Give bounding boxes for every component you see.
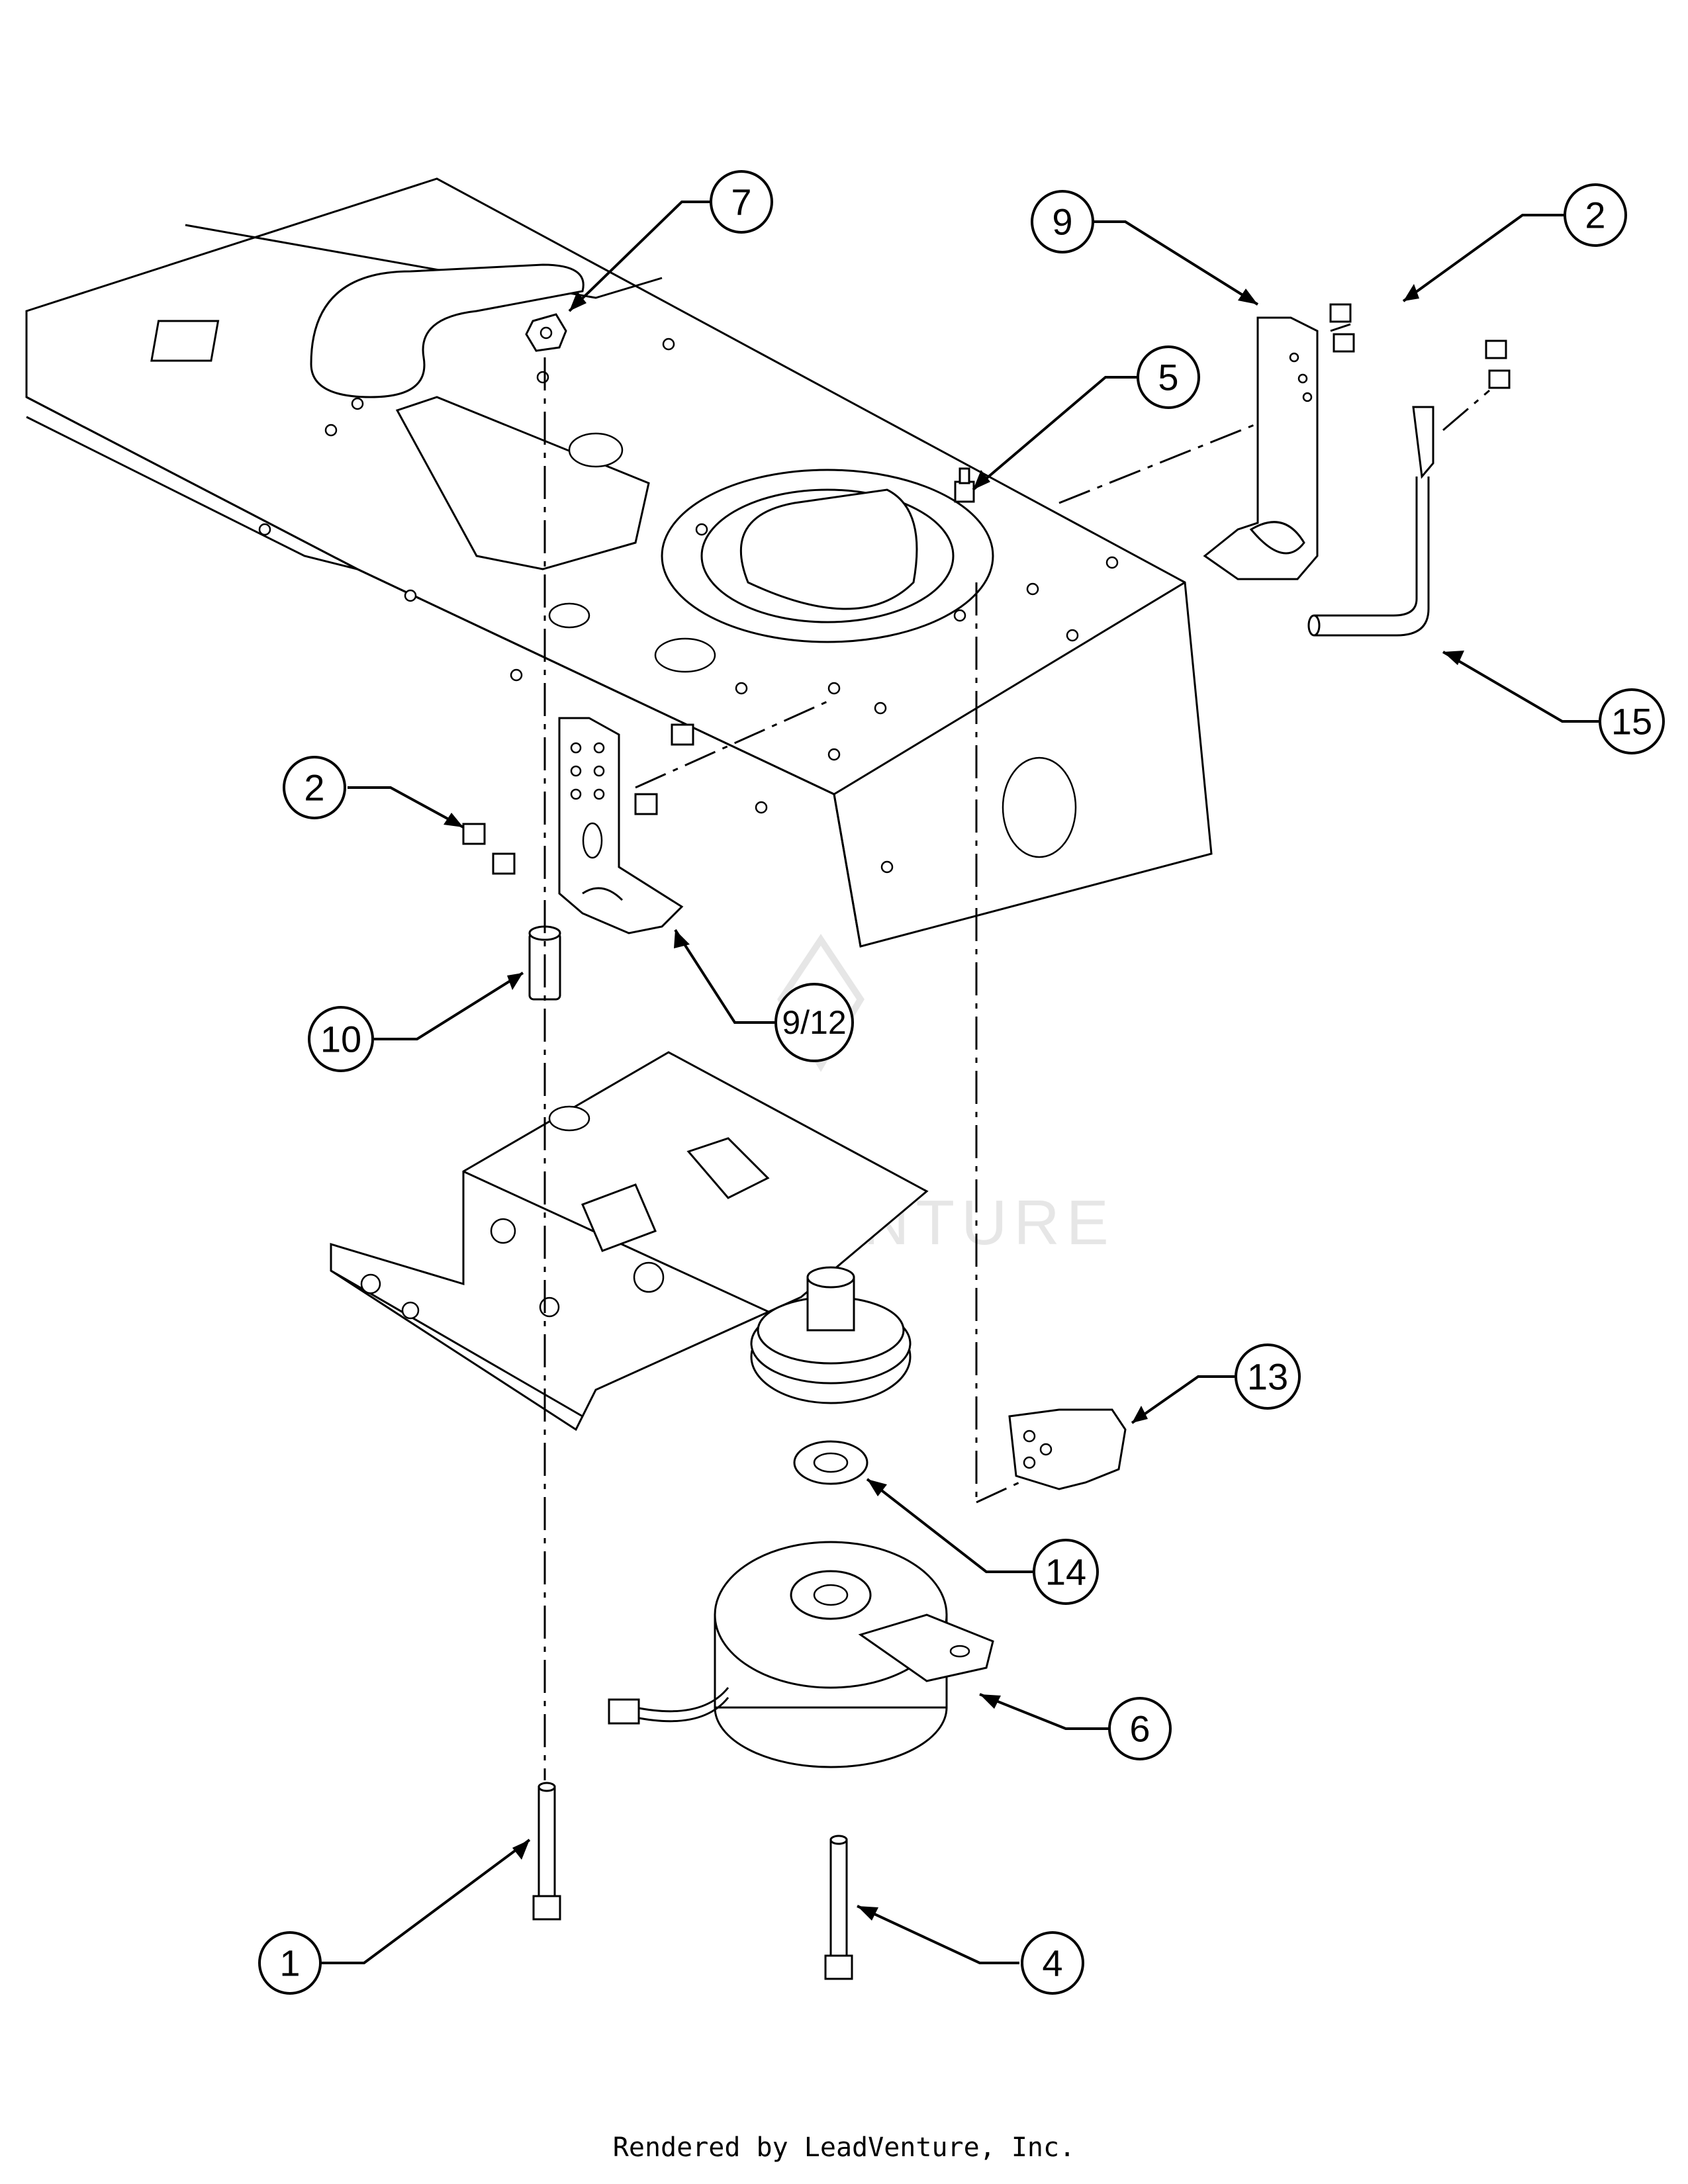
engine-mount-plate <box>330 1051 929 1432</box>
callout-4[interactable]: 4 <box>1021 1931 1084 1995</box>
callout-9-12-label: 9/12 <box>782 1004 846 1041</box>
centerlines <box>543 323 1490 1780</box>
callout-15[interactable]: 15 <box>1599 688 1665 754</box>
bolt-part-5 <box>954 467 975 503</box>
callout-2-top-label: 2 <box>1585 195 1605 236</box>
pulley <box>750 1266 912 1404</box>
leaders <box>321 201 1599 1964</box>
pto-clutch-part-6 <box>608 1541 994 1768</box>
bolt-part-4 <box>824 1835 853 1980</box>
callout-10[interactable]: 10 <box>308 1006 374 1072</box>
footer-credit: Rendered by LeadVenture, Inc. <box>612 2132 1076 2163</box>
callout-15-label: 15 <box>1611 701 1652 743</box>
bolt-part-1 <box>532 1782 561 1921</box>
callout-4-label: 4 <box>1042 1942 1062 1984</box>
callout-9-12[interactable]: 9/12 <box>774 983 854 1062</box>
bracket-part-9-right <box>1203 316 1319 580</box>
bolts-left <box>462 723 694 875</box>
bracket-part-13 <box>1008 1408 1127 1490</box>
callout-1-label: 1 <box>279 1942 300 1984</box>
callout-6[interactable]: 6 <box>1108 1697 1172 1760</box>
frame <box>25 177 1213 948</box>
callout-7[interactable]: 7 <box>710 170 773 234</box>
callout-13[interactable]: 13 <box>1235 1343 1301 1410</box>
callout-5[interactable]: 5 <box>1137 345 1200 409</box>
nut-part-7 <box>525 313 567 352</box>
callout-9-top-label: 9 <box>1052 201 1072 243</box>
callout-2-left-label: 2 <box>304 767 324 809</box>
bolts-top-right <box>1329 303 1511 389</box>
callout-14[interactable]: 14 <box>1033 1539 1099 1605</box>
arrowheads <box>444 284 1464 1921</box>
callout-6-label: 6 <box>1129 1708 1150 1750</box>
callout-7-label: 7 <box>731 181 751 223</box>
callout-13-label: 13 <box>1247 1356 1288 1398</box>
callout-1[interactable]: 1 <box>258 1931 322 1995</box>
bracket-part-9-12-left <box>558 717 684 934</box>
washer-part-14 <box>793 1440 868 1485</box>
callout-2-top[interactable]: 2 <box>1564 183 1627 247</box>
callout-2-left[interactable]: 2 <box>283 756 346 819</box>
rod-part-15 <box>1307 406 1434 637</box>
callout-9-top[interactable]: 9 <box>1031 190 1094 253</box>
callout-5-label: 5 <box>1158 357 1178 398</box>
callout-10-label: 10 <box>320 1019 361 1060</box>
callout-14-label: 14 <box>1045 1551 1086 1593</box>
